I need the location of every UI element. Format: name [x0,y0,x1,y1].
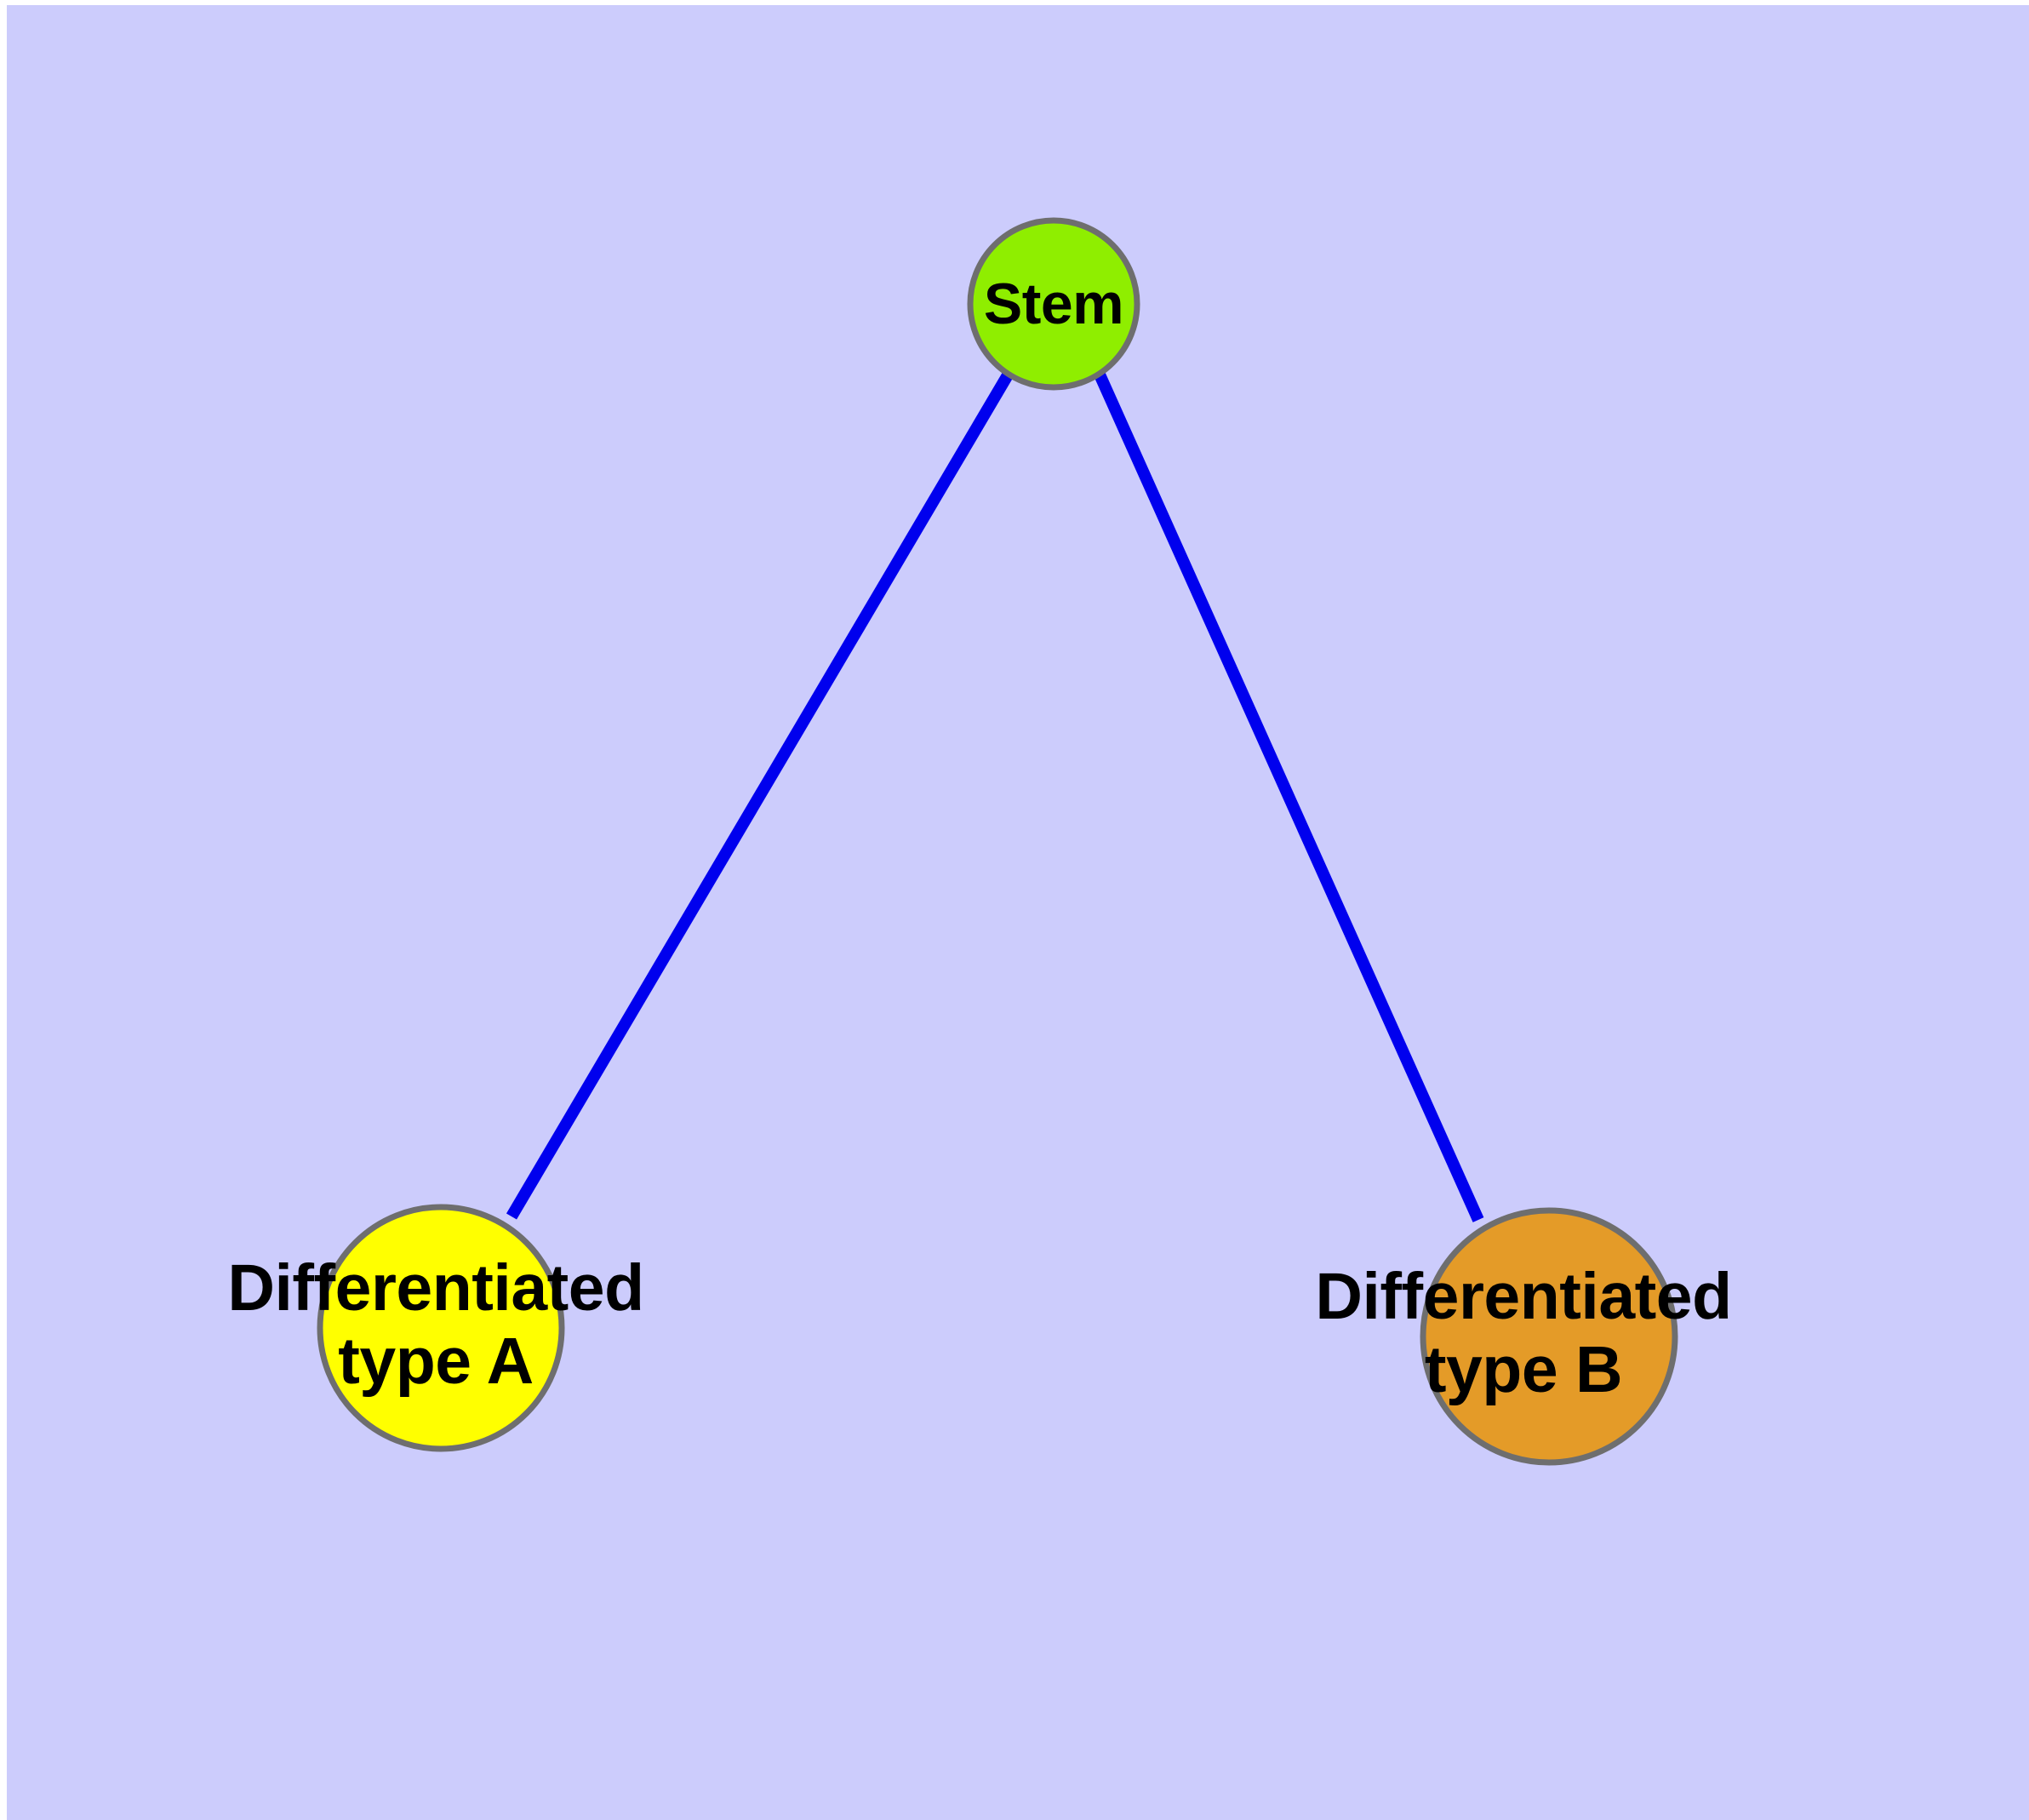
node-differentiated-type-b[interactable] [1420,1207,1678,1466]
node-layer [317,217,1678,1466]
edge-stem-to-differentiated-type-b [1094,372,1484,1222]
edge-layer [506,370,1484,1222]
node-differentiated-type-a[interactable] [317,1204,565,1452]
node-stem[interactable] [967,217,1140,391]
edge-stem-to-differentiated-type-a [506,370,1014,1220]
